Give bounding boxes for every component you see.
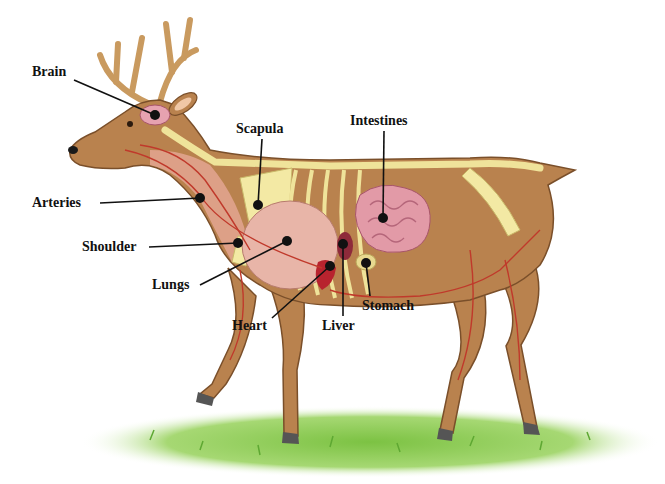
organs <box>368 201 418 242</box>
leader-dots <box>233 238 243 248</box>
hooves <box>196 392 540 444</box>
deer-legs <box>440 288 486 433</box>
leader-dots <box>150 110 160 120</box>
part-label: Brain <box>32 64 66 80</box>
arteries <box>125 150 322 268</box>
deer-body <box>150 150 250 262</box>
part-label: Shoulder <box>82 239 136 255</box>
leader-lines <box>258 139 262 205</box>
leader-lines <box>100 198 200 203</box>
organs <box>242 201 338 289</box>
deer-body <box>127 121 133 127</box>
part-label: Intestines <box>350 113 408 129</box>
leader-dots <box>325 261 335 271</box>
part-label: Stomach <box>362 298 414 314</box>
leader-lines <box>383 131 384 218</box>
arteries <box>230 270 243 360</box>
ground <box>80 406 660 478</box>
arteries <box>330 230 540 297</box>
deer-body <box>165 88 200 119</box>
organs <box>140 105 430 290</box>
deer-body <box>68 146 78 154</box>
skeleton <box>462 168 520 236</box>
leader-lines <box>342 244 344 316</box>
part-label: Scapula <box>236 121 283 137</box>
part-label: Lungs <box>152 277 189 293</box>
leader-dots <box>253 200 263 210</box>
skeleton <box>165 130 540 168</box>
hooves <box>282 432 299 444</box>
antlers <box>184 20 190 58</box>
arteries <box>458 250 520 380</box>
leader-lines <box>74 80 384 318</box>
leader-lines <box>200 241 287 285</box>
organs <box>355 185 430 252</box>
ground <box>80 406 660 478</box>
leader-dots <box>361 258 371 268</box>
antlers <box>116 44 118 82</box>
part-label: Arteries <box>32 195 81 211</box>
organs <box>140 105 170 125</box>
leader-dots <box>282 236 292 246</box>
leader-dots <box>195 193 205 203</box>
leader-dots <box>150 110 388 271</box>
skeleton <box>165 130 540 298</box>
leader-lines <box>74 80 155 115</box>
leader-dots <box>338 239 348 249</box>
arteries <box>125 145 540 380</box>
organs <box>356 254 376 270</box>
part-label: Heart <box>232 318 267 334</box>
hooves <box>523 422 540 435</box>
leader-dots <box>378 213 388 223</box>
deer-legs <box>270 286 304 436</box>
antlers <box>100 20 196 104</box>
deer-body <box>70 100 575 307</box>
part-label: Liver <box>322 318 355 334</box>
antlers <box>100 55 150 104</box>
organs <box>337 232 353 260</box>
deer-body <box>173 95 194 113</box>
leader-lines <box>272 266 330 318</box>
leader-lines <box>149 243 238 247</box>
hooves <box>437 428 453 441</box>
antlers <box>166 24 172 72</box>
antlers <box>132 38 142 92</box>
hooves <box>196 392 214 406</box>
